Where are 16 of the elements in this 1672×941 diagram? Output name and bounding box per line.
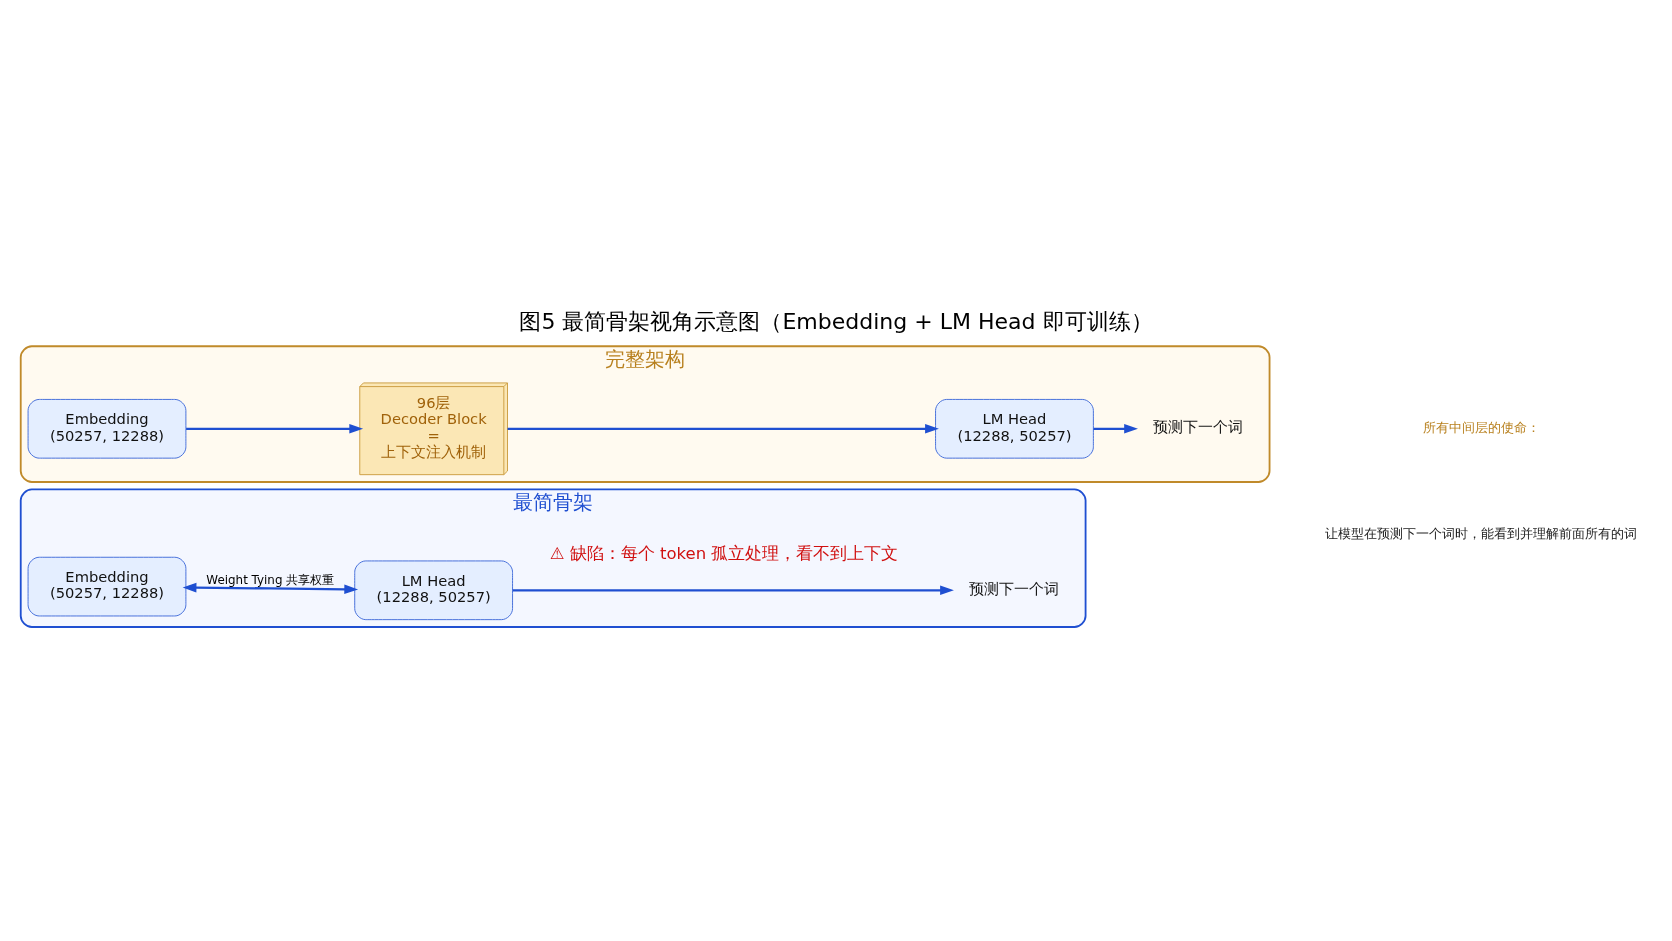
node-box: Embedding (50257, 12288) xyxy=(27,556,187,616)
node-box: Embedding (50257, 12288) xyxy=(27,398,187,459)
node-text: 预测下一个词 xyxy=(969,579,1060,597)
diagram-title: 图5 最简骨架视角示意图（Embedding + LM Head 即可训练） xyxy=(519,308,1153,334)
arrow xyxy=(1093,423,1138,434)
label: 让模型在预测下一个词时，能看到并理解前面所有的词 xyxy=(1325,525,1638,541)
edge-label: Weight Tying 共享权重 xyxy=(206,572,335,587)
node-box: LM Head (12288, 50257) xyxy=(935,398,1094,459)
node-text: 预测下一个词 xyxy=(1153,417,1244,435)
arrow xyxy=(507,423,939,434)
label: 所有中间层的使命： xyxy=(1422,419,1540,435)
arrow xyxy=(182,582,359,594)
node-box: LM Head (12288, 50257) xyxy=(354,559,513,620)
label: ⚠ 缺陷：每个 token 孤立处理，看不到上下文 xyxy=(549,543,899,563)
arrow xyxy=(512,584,954,595)
arrow xyxy=(186,423,364,434)
